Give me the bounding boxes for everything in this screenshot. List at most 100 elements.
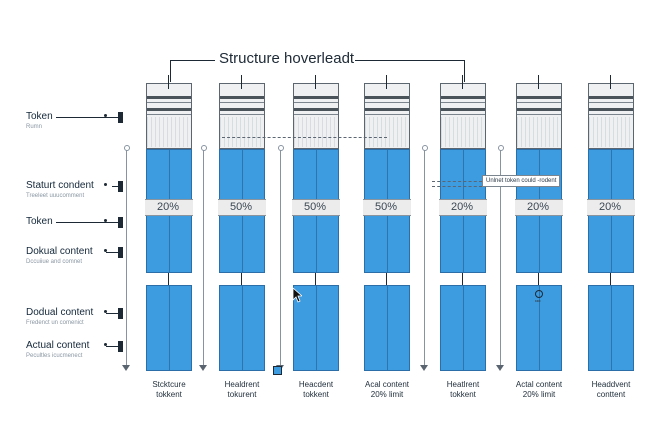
row-label: Token <box>26 111 53 122</box>
row-connector-line <box>106 346 120 347</box>
rail-arrow-icon <box>496 365 504 371</box>
header-stripe <box>589 96 633 99</box>
row-connector-dot <box>104 183 107 186</box>
block-divider <box>242 286 243 370</box>
row-connector-line <box>106 252 120 253</box>
column-label-line2: tokurent <box>227 390 257 399</box>
column-label-line1: Headdvent <box>591 380 631 389</box>
column-header-block <box>516 83 562 149</box>
vertical-rail <box>203 150 204 365</box>
row-connector-line <box>112 186 120 187</box>
row-connector-dot <box>104 114 107 117</box>
vertical-rail <box>424 150 425 365</box>
header-stripe <box>365 102 409 103</box>
column-header-block <box>440 83 486 149</box>
column-label-line1: Actal content <box>515 380 563 389</box>
column-header-block <box>364 83 410 149</box>
percent-value: 20% <box>598 201 622 213</box>
header-hatch <box>294 117 338 147</box>
header-stripe <box>294 114 338 115</box>
content-block-lower <box>588 285 634 371</box>
row-connector-block <box>118 112 123 123</box>
header-connector <box>610 75 611 89</box>
header-hatch <box>147 117 191 147</box>
header-stripe <box>441 114 485 115</box>
header-stripe <box>365 96 409 99</box>
tooltip-leader-2 <box>432 186 482 187</box>
header-hatch <box>589 117 633 147</box>
percent-value: 20% <box>526 201 550 213</box>
header-stripe <box>147 96 191 99</box>
percent-value: 50% <box>374 201 398 213</box>
percent-band: 50% <box>363 199 411 216</box>
mouse-cursor-icon <box>292 287 302 303</box>
block-divider <box>539 286 540 370</box>
content-block-lower <box>364 285 410 371</box>
row-connector-block <box>118 341 123 352</box>
title-connector-right <box>355 60 465 61</box>
header-stripe <box>589 114 633 115</box>
row-connector-block <box>118 181 123 192</box>
column-label-line1: Heacdent <box>298 380 334 389</box>
percent-value: 20% <box>450 201 474 213</box>
header-stripe <box>220 114 264 115</box>
header-hatch <box>441 117 485 147</box>
vertical-rail <box>280 150 281 365</box>
header-hatch <box>517 117 561 147</box>
rail-arrow-icon <box>122 365 130 371</box>
column-label-line2: 20% limit <box>370 390 404 399</box>
row-label: Dokual content <box>26 246 93 257</box>
header-hatch <box>365 117 409 147</box>
content-block-lower <box>440 285 486 371</box>
header-stripe <box>441 102 485 103</box>
block-divider <box>169 286 170 370</box>
header-stripe <box>517 102 561 103</box>
percent-band: 20% <box>515 199 563 216</box>
percent-band: 20% <box>145 199 193 216</box>
header-stripe <box>517 96 561 99</box>
block-link <box>538 273 539 285</box>
block-divider <box>611 286 612 370</box>
header-stripe <box>517 108 561 111</box>
header-stripe <box>294 96 338 99</box>
block-link <box>168 273 169 285</box>
column-label-line2: 20% limit <box>522 390 556 399</box>
row-connector-dot <box>104 219 107 222</box>
percent-value: 50% <box>229 201 253 213</box>
column-label-line2: tokkent <box>450 390 476 399</box>
header-stripe <box>589 108 633 111</box>
row-sublabel: Treeleet uuucomment <box>26 193 85 199</box>
header-stripe <box>220 102 264 103</box>
row-label: Token <box>26 216 53 227</box>
column-label-line1: Healdrent <box>224 380 260 389</box>
block-link <box>386 273 387 285</box>
row-connector-block <box>118 308 123 319</box>
header-stripe <box>294 102 338 103</box>
title-connector-left <box>170 60 215 61</box>
percent-band: 20% <box>587 199 635 216</box>
block-link <box>610 273 611 285</box>
block-link <box>315 273 316 285</box>
column-header-block <box>588 83 634 149</box>
header-stripe <box>589 102 633 103</box>
content-block-lower <box>516 285 562 371</box>
rail-top-circle-icon <box>422 145 428 151</box>
header-stripe <box>147 102 191 103</box>
header-connector <box>315 75 316 89</box>
header-stripe <box>441 96 485 99</box>
row-label: Dodual content <box>26 307 94 318</box>
marker-text: ɛɪɑ <box>535 298 541 303</box>
marker-circle-icon <box>535 290 543 298</box>
row-connector-block <box>118 217 123 228</box>
row-sublabel: Pecultles icucmenect <box>26 353 83 359</box>
content-block-lower <box>219 285 265 371</box>
